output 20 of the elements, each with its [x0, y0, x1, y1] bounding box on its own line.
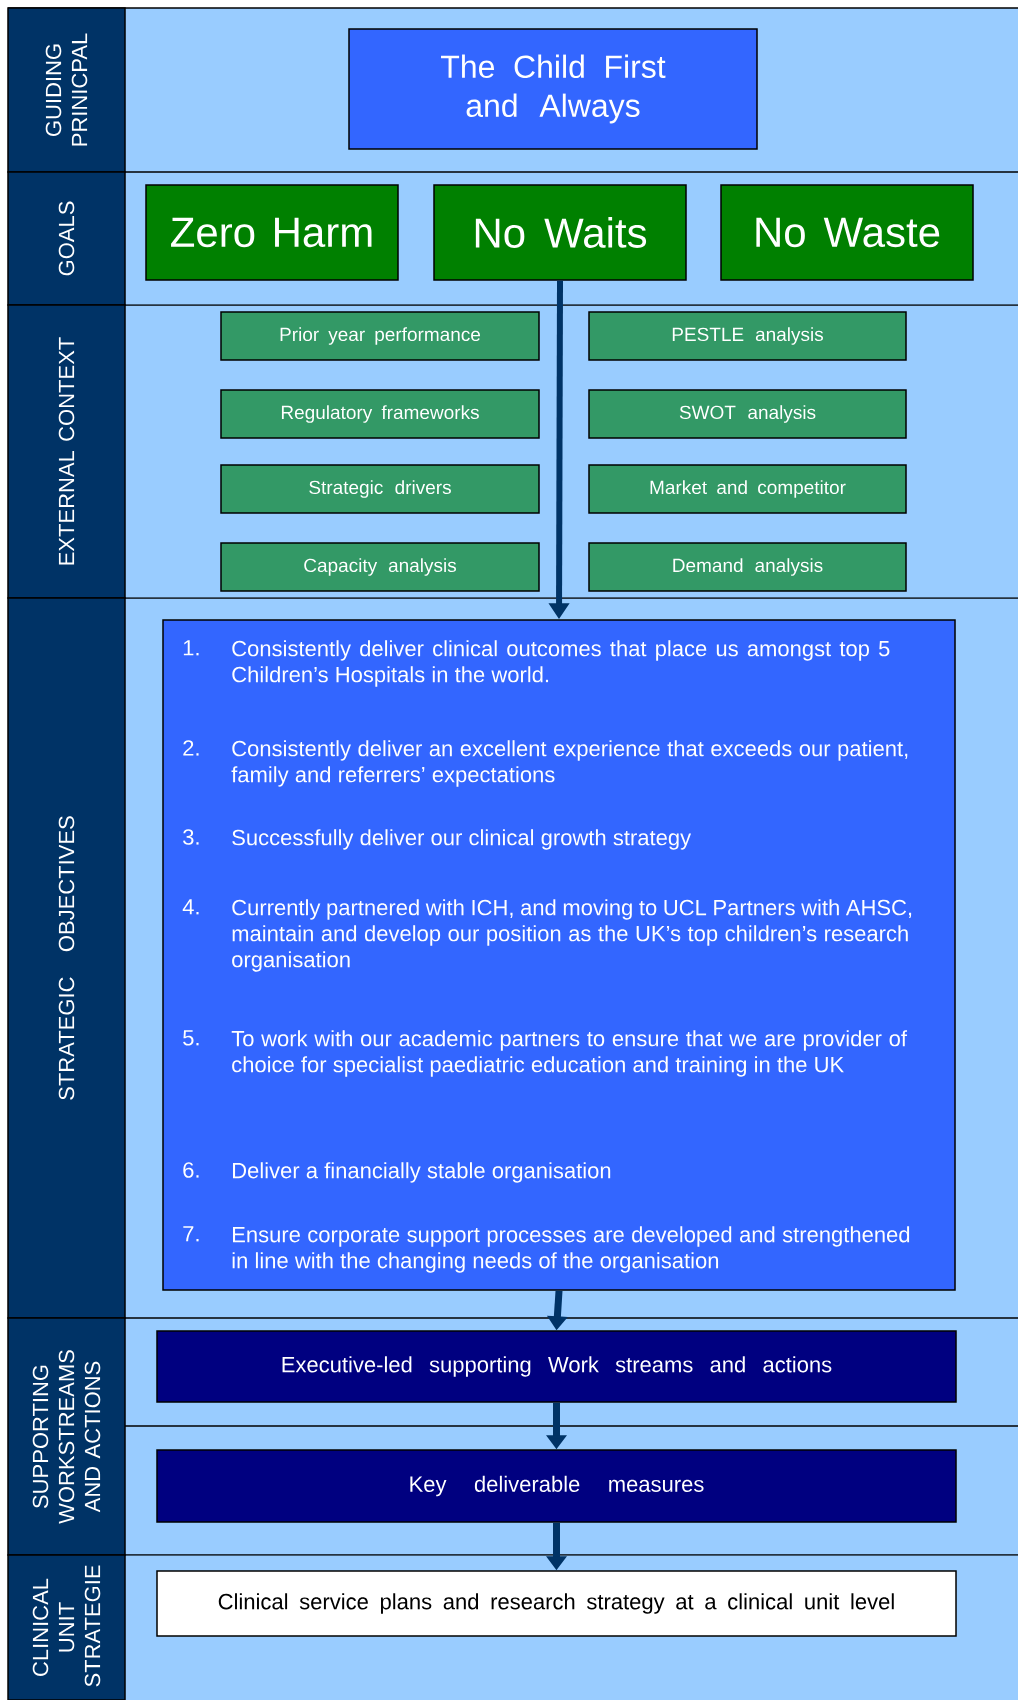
context-box: Strategic drivers	[220, 464, 540, 514]
plan-box: Clinical service plans and research strategy at a clinical unit level	[156, 1570, 957, 1637]
context-box: Regulatory frameworks	[220, 389, 540, 439]
context-box: Capacity analysis	[220, 542, 540, 592]
context-box: SWOT analysis	[588, 389, 907, 439]
row-header: GOALS	[7, 171, 126, 306]
row-header: SUPPORTING WORKSTREAMS AND ACTIONS	[7, 1317, 126, 1556]
measures-box: Key deliverable measures	[156, 1449, 957, 1523]
context-box: Market and competitor	[588, 464, 907, 514]
goal-box: No Waste	[720, 184, 974, 281]
row-header: GUIDING PRINICPAL	[7, 7, 126, 173]
context-box: Demand analysis	[588, 542, 907, 592]
objectives-box: 1. Consistently deliver clinical outcomes that place us amongst top 5 Children’s Hospitals in the world. 2. Consistently deliver an excellent experience that exceeds our patient, family and referrers’ expectations 3. Successfully deliver our clinical growth strategy 4. Currently partnered with ICH, and moving to UCL Partners with AHSC, maintain and develop our position as the UK’s top children’s research organisation 5. To work with our academic partners to ensure that we are provider of choice for specialist paediatric education and training in the UK 6. Deliver a financially stable organisation 7. Ensure corporate support processes are developed and strengthened in line with the changing needs of the organisation	[162, 619, 956, 1291]
workstream-box: Executive-led supporting Work streams and actions	[156, 1330, 957, 1403]
goal-box: Zero Harm	[145, 184, 399, 281]
principle-box: The Child First and Always	[348, 28, 758, 150]
row-header: CLINICAL UNIT STRATEGIE	[7, 1554, 126, 1700]
goal-box: No Waits	[433, 184, 687, 281]
context-box: Prior year performance	[220, 311, 540, 361]
context-box: PESTLE analysis	[588, 311, 907, 361]
